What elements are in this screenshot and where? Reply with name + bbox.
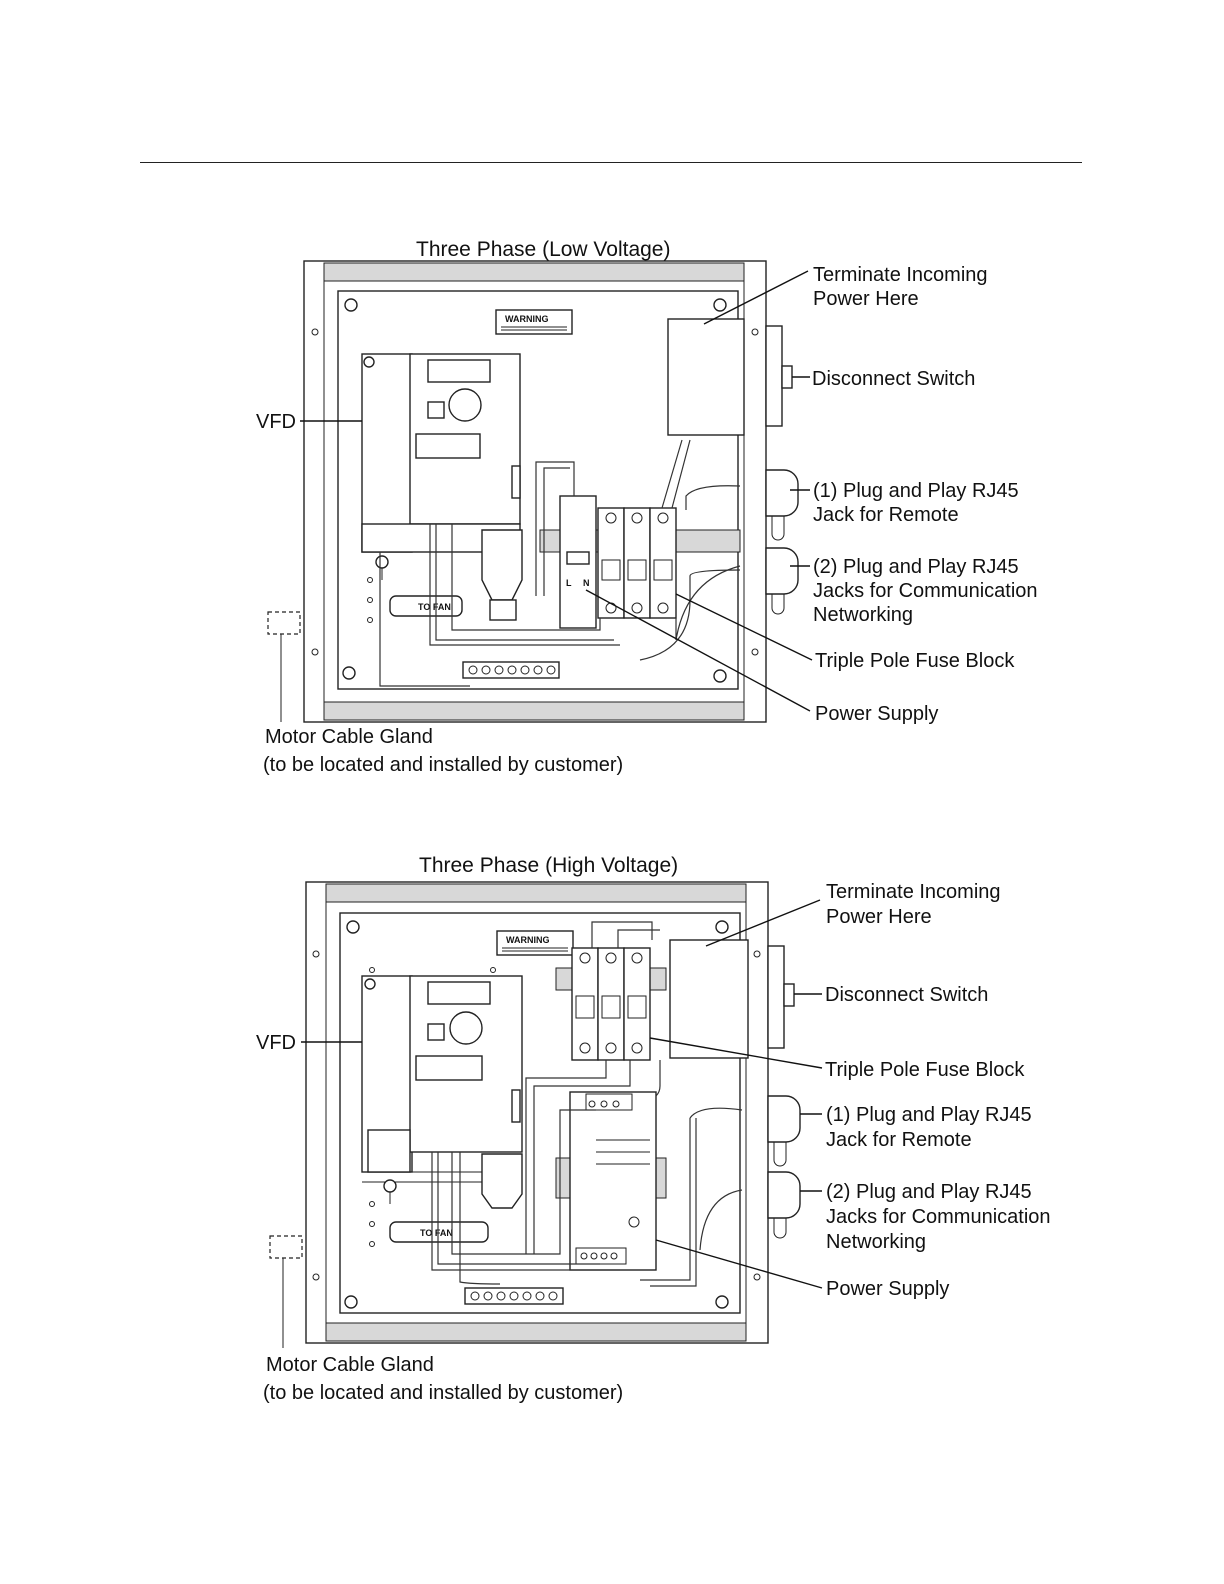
top-flange [325, 883, 747, 903]
top-flange [323, 262, 745, 282]
disconnect-handle [767, 945, 785, 1049]
label-fuse-block: Triple Pole Fuse Block [825, 1059, 1025, 1081]
warning-label: WARNING [506, 935, 550, 945]
motor-connector [481, 1153, 523, 1209]
motor-cable-gland [267, 611, 301, 635]
label-gland-2: (to be located and installed by customer… [263, 1382, 623, 1404]
vfd-unit [361, 353, 521, 553]
rj45-network-jack [765, 547, 799, 595]
panel-low-voltage: Three Phase (Low Voltage) WARNING [256, 238, 1038, 776]
terminal-strip [464, 1287, 564, 1305]
header-rule [140, 162, 1082, 163]
label-rj45-network-3: Networking [813, 604, 913, 626]
label-disconnect: Disconnect Switch [825, 984, 988, 1006]
label-rj45-network-3: Networking [826, 1231, 926, 1253]
bottom-flange [323, 701, 745, 721]
label-rj45-remote-2: Jack for Remote [813, 504, 959, 526]
motor-connector [481, 529, 523, 601]
label-vfd: VFD [256, 1032, 296, 1054]
label-power-supply: Power Supply [815, 703, 938, 725]
bottom-flange [325, 1322, 747, 1342]
disconnect-box [667, 318, 745, 436]
label-fuse-block: Triple Pole Fuse Block [815, 650, 1015, 672]
motor-cable-gland [269, 1235, 303, 1259]
panel-title: Three Phase (Low Voltage) [416, 238, 670, 261]
disconnect-box [669, 939, 749, 1059]
label-gland-1: Motor Cable Gland [265, 726, 433, 748]
label-terminate-1: Terminate Incoming [813, 264, 988, 286]
power-supply-unit [569, 1091, 657, 1271]
svg-text:L: L [566, 578, 572, 588]
label-rj45-network-2: Jacks for Communication [813, 580, 1038, 602]
rj45-remote-jack [765, 469, 799, 517]
label-rj45-remote-1: (1) Plug and Play RJ45 [813, 480, 1019, 502]
label-rj45-network-1: (2) Plug and Play RJ45 [813, 556, 1019, 578]
to-fan-label: TO FAN [418, 602, 451, 612]
rj45-remote-jack [767, 1095, 801, 1143]
to-fan-plate [389, 595, 463, 617]
label-power-supply: Power Supply [826, 1278, 949, 1300]
label-rj45-remote-2: Jack for Remote [826, 1129, 972, 1151]
fuse-block-unit [597, 507, 677, 619]
rj45-network-jack [767, 1171, 801, 1219]
label-rj45-remote-1: (1) Plug and Play RJ45 [826, 1104, 1032, 1126]
to-fan-label: TO FAN [420, 1228, 453, 1238]
warning-label: WARNING [505, 314, 549, 324]
panel-high-voltage: Three Phase (High Voltage) WARNING [256, 854, 1051, 1404]
label-rj45-network-1: (2) Plug and Play RJ45 [826, 1181, 1032, 1203]
label-rj45-network-2: Jacks for Communication [826, 1206, 1051, 1228]
disconnect-handle [765, 325, 783, 427]
label-disconnect: Disconnect Switch [812, 368, 975, 390]
label-gland-1: Motor Cable Gland [266, 1354, 434, 1376]
label-terminate-2: Power Here [813, 288, 919, 310]
label-vfd: VFD [256, 411, 296, 433]
vfd-unit [361, 975, 523, 1183]
label-terminate-1: Terminate Incoming [826, 881, 1001, 903]
label-gland-2: (to be located and installed by customer… [263, 754, 623, 776]
svg-text:N: N [583, 578, 590, 588]
fuse-block-unit [571, 947, 651, 1061]
label-terminate-2: Power Here [826, 906, 932, 928]
to-fan-plate [389, 1221, 489, 1243]
panel-title: Three Phase (High Voltage) [419, 854, 678, 877]
